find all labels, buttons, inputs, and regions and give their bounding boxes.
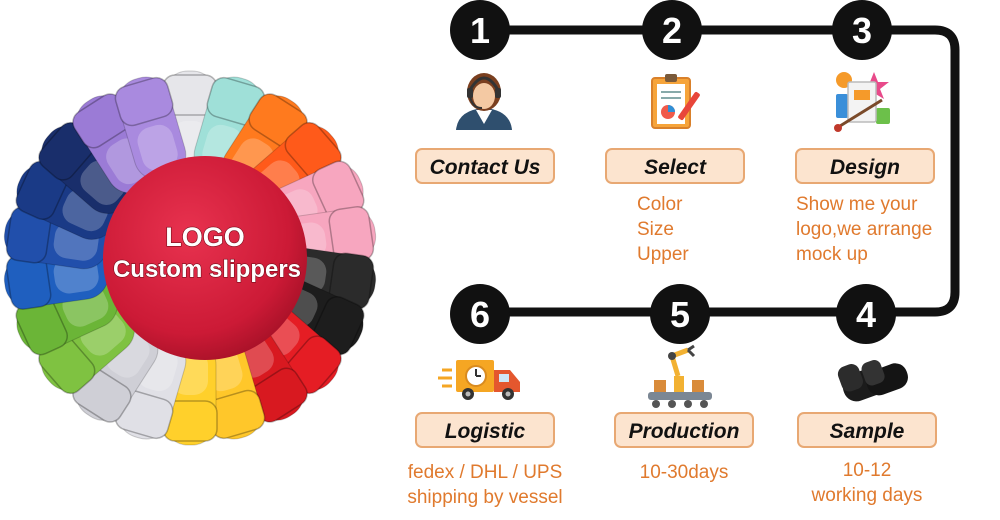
- step-6-label: Logistic: [415, 412, 555, 448]
- step-4-circle: 4: [836, 284, 896, 344]
- svg-text:1: 1: [470, 10, 490, 51]
- step-4-label: Sample: [797, 412, 937, 448]
- svg-text:2: 2: [662, 10, 682, 51]
- svg-text:3: 3: [852, 10, 872, 51]
- step-4-details: 10-12 working days: [797, 458, 937, 508]
- clipboard-chart-icon: [651, 74, 700, 129]
- step-1-label: Contact Us: [415, 148, 555, 184]
- step-3-details: Show me your logo,we arrange mock up: [796, 192, 932, 267]
- step-6-circle: 6: [450, 284, 510, 344]
- step-3-detail-line: logo,we arrange: [796, 219, 933, 240]
- black-slipper-icon: [837, 360, 908, 402]
- customer-service-icon: [456, 73, 512, 130]
- step-1-circle: 1: [450, 0, 510, 60]
- step-2-detail-line: Size: [637, 219, 674, 240]
- slipper-22: [114, 76, 187, 181]
- factory-robot-icon: [648, 344, 712, 408]
- svg-text:4: 4: [856, 294, 876, 335]
- logo-text: LOGO: [165, 222, 245, 252]
- step-5-detail-line: 10-30days: [639, 462, 729, 483]
- step-5-label: Production: [614, 412, 754, 448]
- step-6-detail-line: shipping by vessel: [407, 487, 563, 508]
- step-2-detail-line: Color: [637, 194, 683, 215]
- step-4-detail-line: 10-12: [842, 460, 892, 481]
- step-2-label: Select: [605, 148, 745, 184]
- custom-slippers-text: Custom slippers: [113, 256, 301, 283]
- slipper-wreath: [3, 70, 377, 446]
- step-3-circle: 3: [832, 0, 892, 60]
- svg-text:5: 5: [670, 294, 690, 335]
- step-2-details: Color Size Upper: [637, 192, 689, 267]
- step-6-details: fedex / DHL / UPS shipping by vessel: [395, 460, 575, 510]
- step-3-detail-line: mock up: [796, 244, 868, 265]
- svg-text:6: 6: [470, 294, 490, 335]
- step-5-circle: 5: [650, 284, 710, 344]
- logo-badge-circle: [103, 156, 307, 360]
- design-collage-icon: [834, 72, 890, 132]
- step-3-detail-line: Show me your: [796, 194, 918, 215]
- step-6-detail-line: fedex / DHL / UPS: [407, 462, 563, 483]
- step-2-detail-line: Upper: [637, 244, 689, 265]
- step-2-circle: 2: [642, 0, 702, 60]
- process-path: [480, 25, 960, 317]
- step-5-details: 10-30days: [614, 460, 754, 485]
- step-3-label: Design: [795, 148, 935, 184]
- slipper-19: [15, 160, 119, 240]
- delivery-truck-icon: [438, 360, 520, 400]
- step-4-detail-line: working days: [811, 485, 923, 506]
- logo-badge: LOGO Custom slippers: [103, 156, 307, 360]
- slipper-21: [72, 93, 159, 194]
